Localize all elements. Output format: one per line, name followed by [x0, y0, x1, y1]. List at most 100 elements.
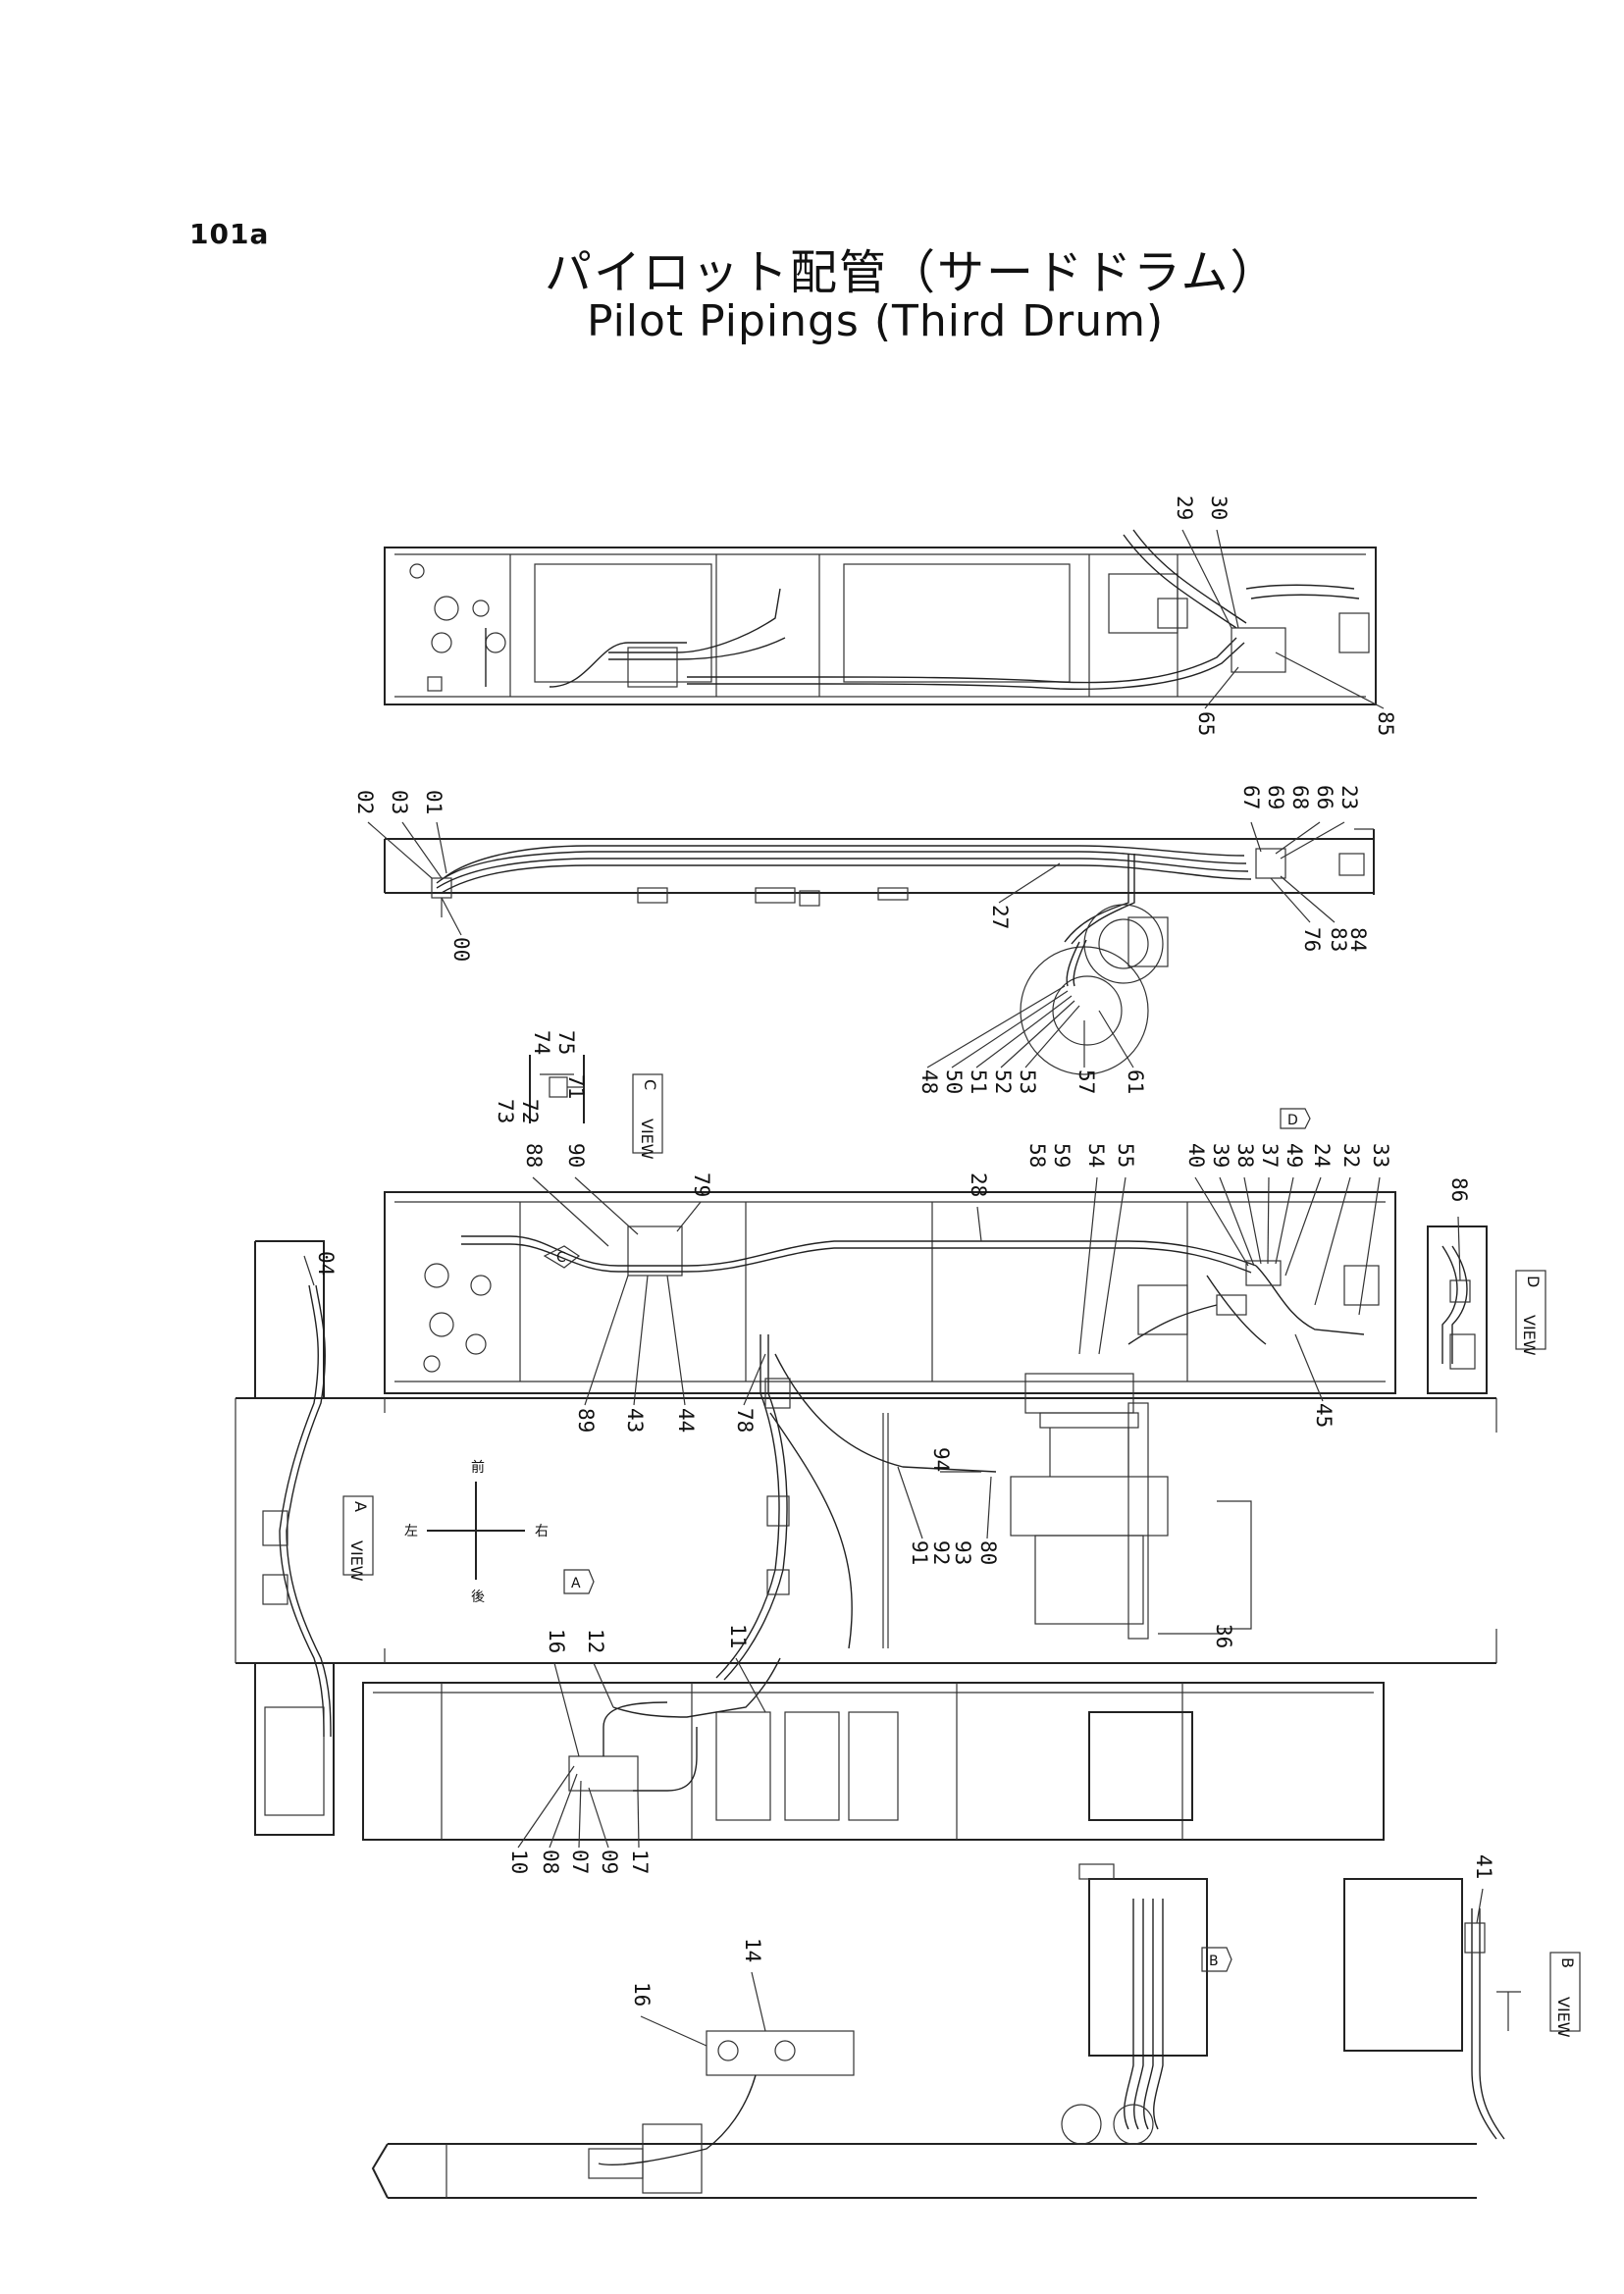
part-label: 51 — [967, 1069, 990, 1094]
part-label: 36 — [1212, 1624, 1235, 1648]
part-label: 12 — [584, 1629, 607, 1653]
part-label: 93 — [951, 1540, 974, 1565]
view-d-letter: D — [1524, 1276, 1543, 1287]
part-label: 01 — [422, 790, 445, 814]
part-label: 52 — [991, 1069, 1015, 1094]
part-label: 29 — [1173, 495, 1196, 520]
part-label: 55 — [1114, 1143, 1137, 1168]
part-label: 16 — [630, 1982, 654, 2007]
view-c-inset: 73 72 74 75 71 VIEW C — [494, 1030, 663, 1160]
part-label: 79 — [690, 1173, 713, 1197]
part-label: 33 — [1369, 1143, 1392, 1168]
part-label: 14 — [741, 1938, 764, 1962]
part-label: 67 — [1239, 785, 1263, 809]
title-english: Pilot Pipings (Third Drum) — [587, 296, 1165, 346]
part-label: 38 — [1233, 1143, 1257, 1168]
part-label: 32 — [1339, 1143, 1363, 1168]
part-label: 09 — [598, 1850, 621, 1874]
part-label: 23 — [1337, 785, 1361, 809]
part-label: 94 — [929, 1447, 953, 1472]
part-label: 68 — [1288, 785, 1312, 809]
part-label: 89 — [574, 1408, 598, 1433]
part-label: 08 — [539, 1850, 562, 1874]
direction-left: 左 — [404, 1524, 418, 1539]
part-label: 84 — [1346, 927, 1370, 952]
part-label: 54 — [1084, 1143, 1108, 1168]
part-label: 57 — [1074, 1069, 1098, 1094]
view-c-label: VIEW — [638, 1119, 656, 1160]
direction-front: 前 — [471, 1459, 485, 1476]
part-label: 10 — [507, 1850, 531, 1874]
view2-labels: 02 03 01 00 27 67 69 68 66 23 76 83 84 — [353, 785, 1370, 962]
part-label: 53 — [1016, 1069, 1039, 1094]
part-label: 49 — [1283, 1143, 1306, 1168]
part-label: 03 — [388, 790, 411, 814]
part-label: 39 — [1209, 1143, 1232, 1168]
view3-bottom-labels: 89 43 44 78 94 91 92 93 80 45 36 04 — [303, 1251, 1336, 1648]
frame-side-lower: B VIEW B — [371, 1863, 1581, 2199]
part-label: 90 — [564, 1143, 588, 1168]
view3-lower-labels: 16 12 11 10 08 07 09 17 — [507, 1624, 766, 1874]
part-label: 16 — [545, 1629, 568, 1653]
marker-c: C — [556, 1250, 566, 1266]
part-label: 44 — [674, 1408, 698, 1433]
direction-right: 右 — [535, 1524, 549, 1539]
part-label: 02 — [353, 790, 377, 814]
part-label: 27 — [988, 905, 1012, 929]
part-label: 61 — [1124, 1069, 1147, 1094]
drum-labels: 48 50 51 52 53 57 61 — [917, 985, 1147, 1094]
part-label: 91 — [908, 1540, 931, 1565]
view1-labels: 29 30 65 85 — [1173, 495, 1397, 736]
frame-view-top — [384, 529, 1377, 705]
title-japanese: パイロット配管（サードドラム） — [545, 245, 1280, 300]
page-number: 101a — [189, 218, 270, 250]
part-label: 72 — [518, 1099, 542, 1123]
view-a-letter: A — [351, 1501, 370, 1512]
part-label: 92 — [929, 1540, 953, 1565]
view-a-left-panel: VIEW A 前 後 左 右 A C — [254, 1240, 595, 1836]
view3-top-labels: 88 90 79 28 58 59 54 55 40 39 38 37 49 2… — [522, 1143, 1471, 1355]
part-label: 17 — [628, 1850, 652, 1874]
marker-b: B — [1209, 1954, 1219, 1969]
part-label: 85 — [1374, 711, 1397, 736]
part-label: 76 — [1300, 927, 1324, 952]
view-a-label: VIEW — [347, 1540, 366, 1582]
part-label: 80 — [976, 1540, 1000, 1565]
part-label: 50 — [942, 1069, 966, 1094]
view-b-letter: B — [1558, 1957, 1577, 1968]
part-label: 28 — [967, 1173, 990, 1197]
part-label: 86 — [1447, 1177, 1471, 1202]
part-label: 65 — [1194, 711, 1218, 736]
part-label: 75 — [554, 1030, 578, 1055]
view-d-label: VIEW — [1520, 1315, 1539, 1356]
part-label: 66 — [1313, 785, 1336, 809]
part-label: 59 — [1050, 1143, 1074, 1168]
part-label: 69 — [1264, 785, 1287, 809]
marker-d-arrow-upper: D — [1280, 1108, 1311, 1129]
part-label: 04 — [314, 1251, 338, 1276]
part-label: 88 — [522, 1143, 546, 1168]
part-label: 78 — [733, 1408, 757, 1433]
part-label: 74 — [530, 1030, 553, 1055]
part-label: 83 — [1327, 927, 1350, 952]
part-label: 45 — [1312, 1403, 1336, 1428]
part-label: 00 — [449, 937, 473, 962]
frame-view-side — [384, 828, 1375, 1075]
view4-labels: 16 14 41 — [630, 1854, 1495, 2047]
view-c-letter: C — [641, 1079, 659, 1090]
view-b-label: VIEW — [1554, 1997, 1573, 2038]
part-label: 11 — [726, 1624, 750, 1648]
part-label: 41 — [1472, 1854, 1495, 1879]
marker-a: A — [571, 1576, 581, 1591]
part-label: 30 — [1207, 495, 1231, 520]
part-label: 37 — [1258, 1143, 1282, 1168]
frame-plan-lower — [362, 1657, 1385, 1841]
part-label: 73 — [494, 1099, 517, 1123]
marker-d: D — [1287, 1113, 1298, 1128]
part-label: 40 — [1184, 1143, 1208, 1168]
part-label: 07 — [568, 1850, 592, 1874]
part-label: 48 — [917, 1069, 941, 1094]
part-label: 24 — [1310, 1143, 1334, 1168]
